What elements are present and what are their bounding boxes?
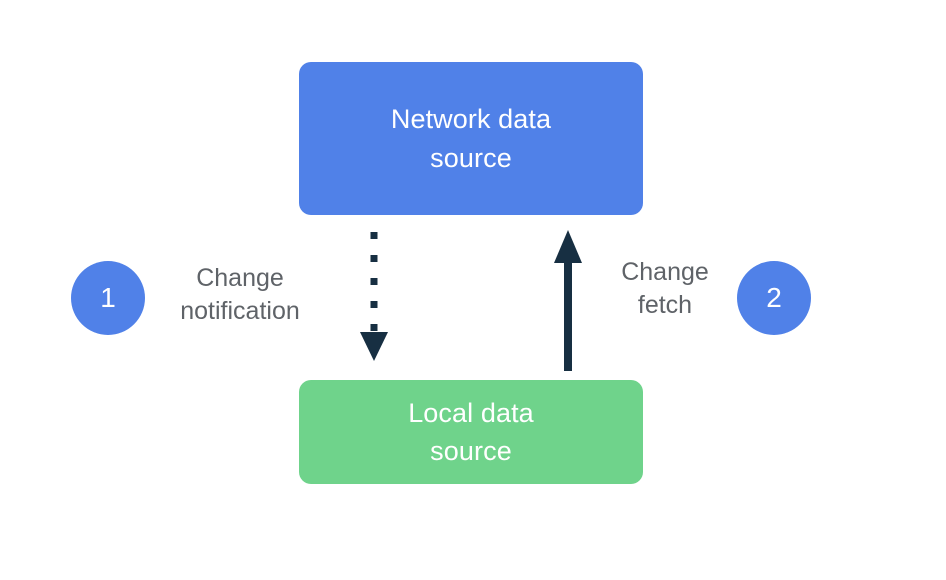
- solid-up-arrow-icon: [554, 230, 582, 371]
- node-local-data-source[interactable]: Local data source: [299, 380, 643, 484]
- edge-label-change-fetch: Change fetch: [621, 258, 709, 319]
- node-network-data-source-label: Network data source: [390, 104, 552, 173]
- edge-label-change-notification: Change notification: [180, 264, 300, 325]
- step-badge-2-number: 2: [766, 282, 782, 313]
- node-network-data-source[interactable]: Network data source: [299, 62, 643, 215]
- step-badge-1[interactable]: 1: [71, 261, 145, 335]
- dotted-down-arrow-icon: [360, 232, 388, 361]
- node-local-data-source-label: Local data source: [408, 397, 534, 466]
- step-badge-2[interactable]: 2: [737, 261, 811, 335]
- step-badge-1-number: 1: [100, 282, 116, 313]
